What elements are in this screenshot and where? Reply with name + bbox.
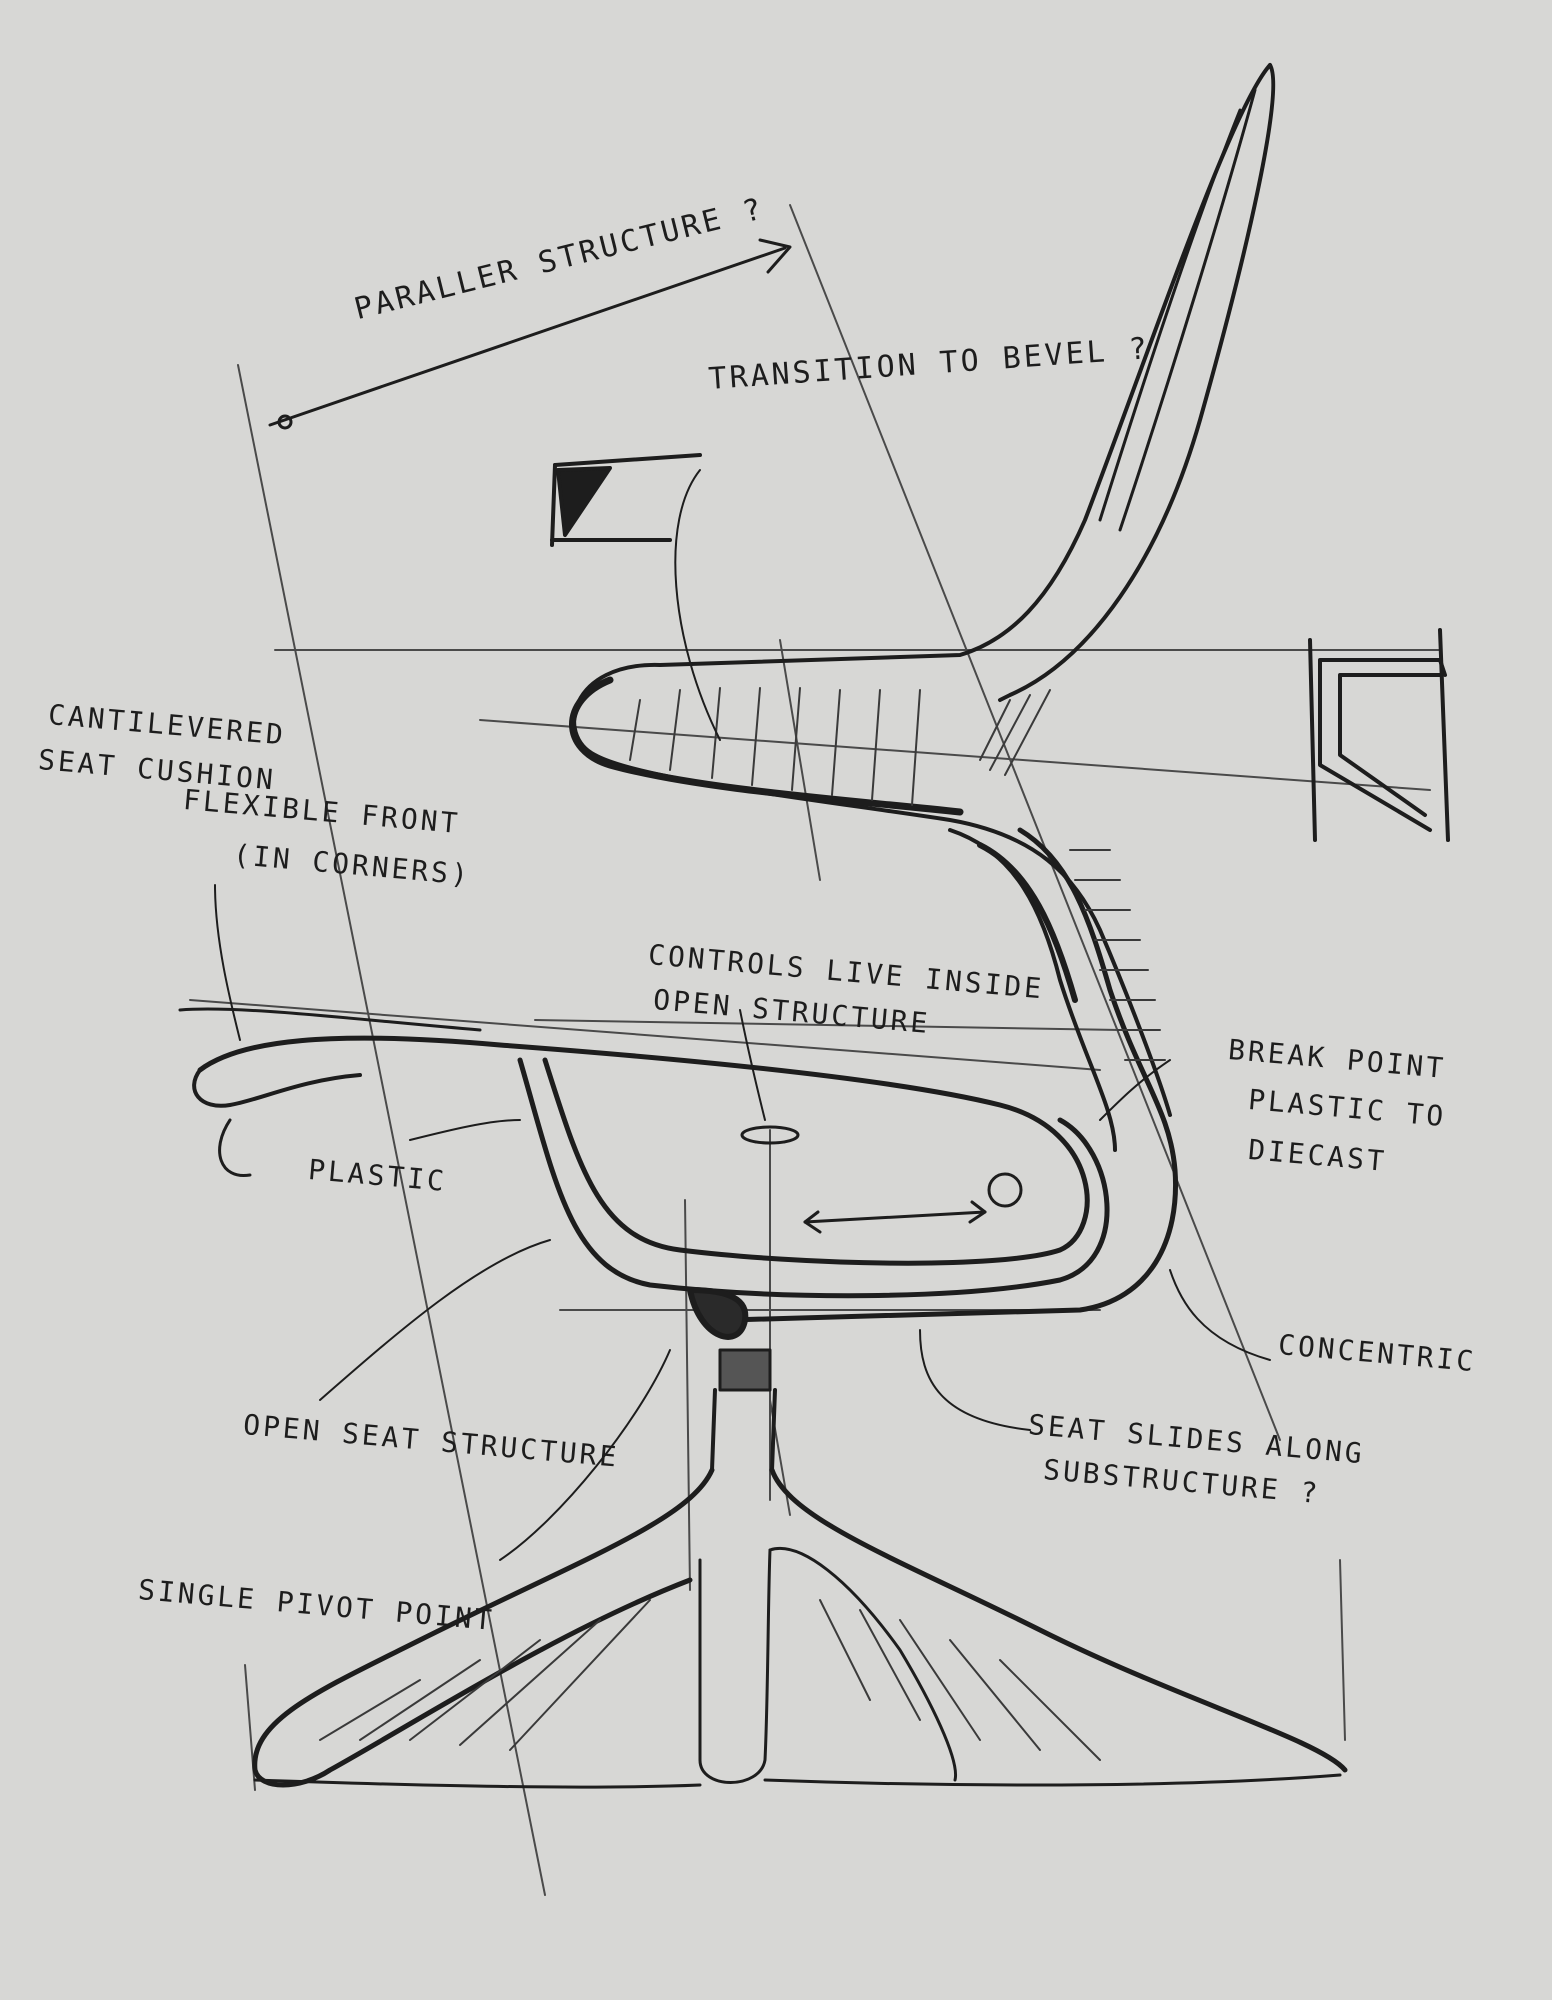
seat-structure xyxy=(178,1007,1110,1299)
construction-lines xyxy=(189,204,1441,1896)
pivot-column xyxy=(687,1287,777,1472)
chair-spine xyxy=(727,827,1179,1323)
chair-backrest xyxy=(569,63,1276,1117)
parallel-arrow xyxy=(268,238,792,430)
chair-base xyxy=(252,1467,1348,1789)
c-section xyxy=(1308,628,1450,842)
spine-hatching xyxy=(629,687,1166,1061)
leader-lines xyxy=(214,469,1271,1561)
bevel-section xyxy=(550,453,702,547)
base-hatching xyxy=(319,1599,1101,1761)
